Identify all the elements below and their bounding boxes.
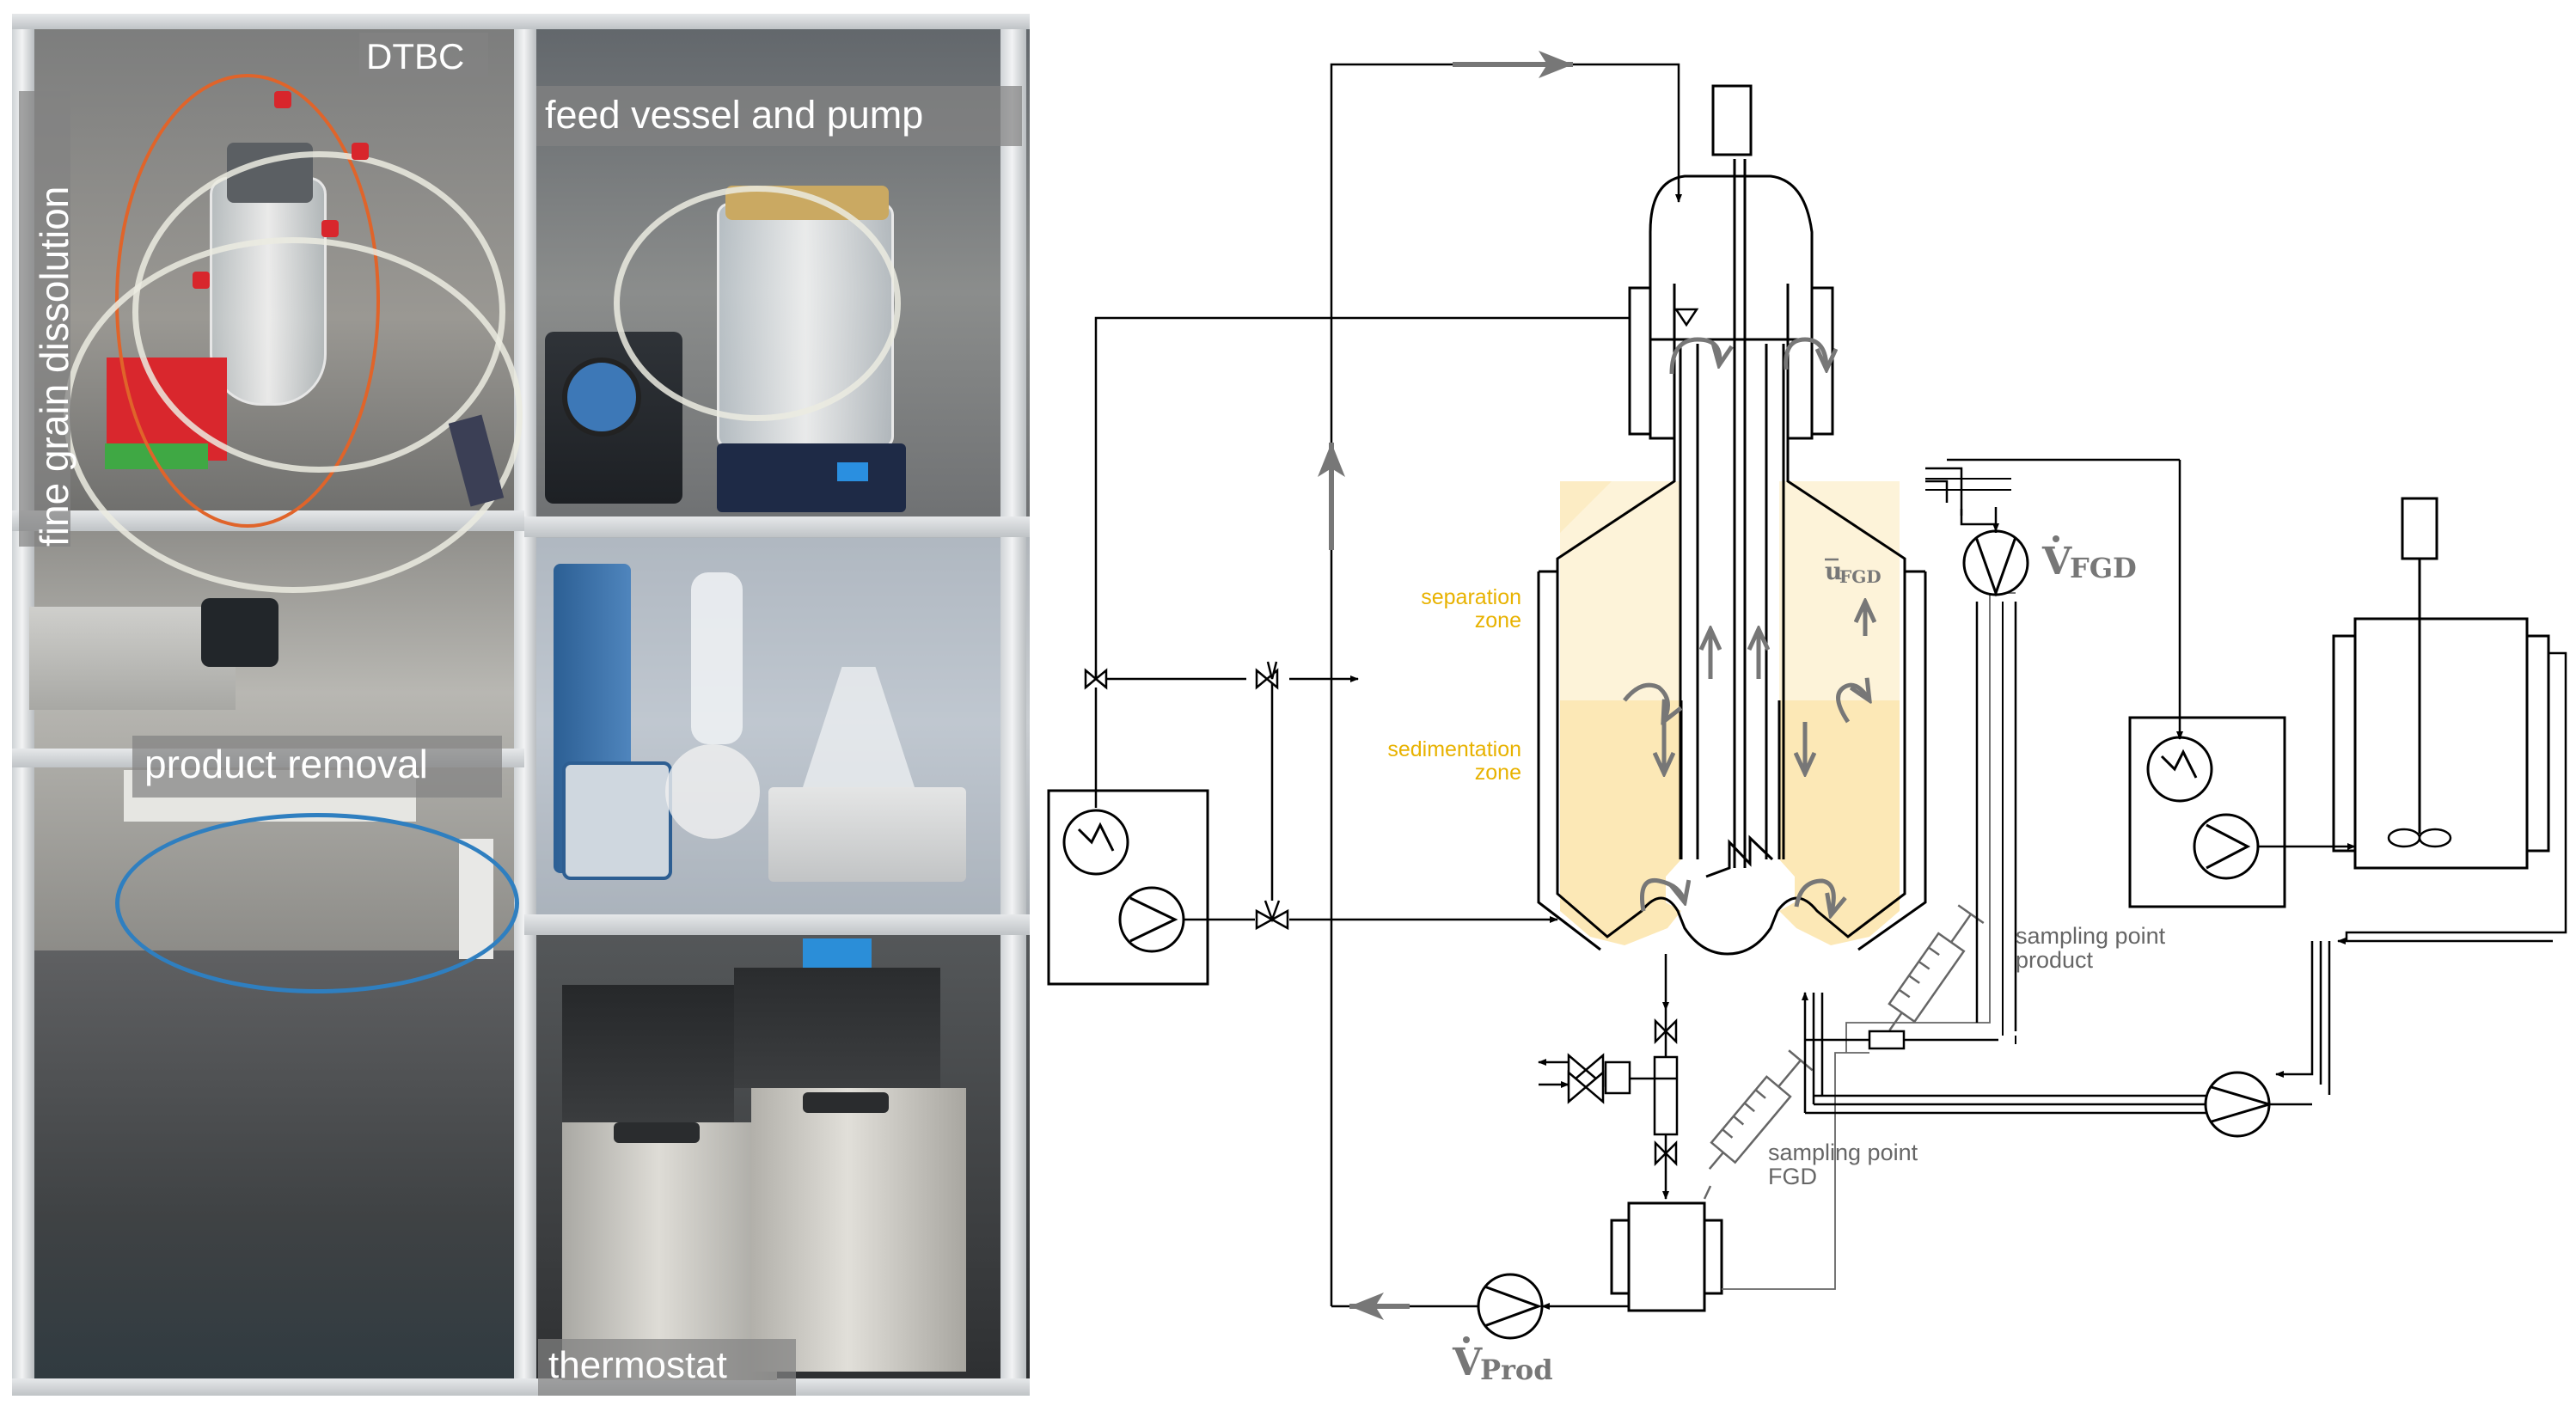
heat-exchange-lines	[1925, 478, 2016, 1044]
fgd-sampling-needle	[1703, 1185, 1712, 1200]
v-prod-dot	[1463, 1336, 1470, 1343]
product-sampling-syringe	[1888, 904, 1985, 1031]
sedimentation-zone-label-1: sedimentation	[1387, 737, 1521, 761]
setup-photo: DTBC feed vessel and pump fine grain dis…	[12, 14, 1030, 1396]
v-fgd-letter: V	[2041, 540, 2072, 584]
reactor-body	[1537, 174, 1927, 956]
fgd-return-lines	[1812, 941, 2331, 1106]
product-sampling-port	[1868, 1030, 1906, 1050]
sedimentation-zone-label-2: zone	[1475, 761, 1521, 785]
label-bg-thermostat	[538, 1339, 796, 1396]
thermostat-bath-right	[751, 1088, 966, 1372]
draft-tube	[1679, 159, 1785, 868]
outlet-valves	[1567, 1018, 1678, 1167]
stirrer-display	[837, 462, 868, 481]
left-thermostat-lines	[1092, 316, 1630, 923]
bath-handle-right	[803, 1092, 889, 1113]
sampling-product-label-2: product	[2016, 947, 2094, 973]
sampling-fgd-label-2: FGD	[1768, 1164, 1817, 1189]
v-fgd-dot	[2053, 535, 2059, 542]
sedimentation-zone-fill	[1560, 700, 1900, 945]
cap-1	[274, 91, 291, 108]
dissolution-impeller	[2387, 828, 2452, 848]
circulation-arrows	[1623, 337, 1869, 915]
fgd-return-pump	[2204, 1071, 2274, 1138]
right-thermostat-box	[2128, 716, 2286, 908]
label-feed-vessel: feed vessel and pump	[545, 93, 924, 137]
u-fgd-subscript: FGD	[1839, 566, 1882, 587]
separation-zone-label-1: separation	[1421, 585, 1521, 609]
thermostat-control-left	[562, 985, 734, 1122]
fgd-sampling-syringe	[1708, 1049, 1814, 1170]
frame-beam-shelf1-right	[524, 516, 1030, 537]
cap-4	[193, 272, 210, 289]
frame-beam-top	[12, 14, 1030, 29]
v-fgd-subscript: FGD	[2070, 552, 2137, 584]
liquid-level-marker	[1673, 308, 1699, 327]
cap-3	[321, 220, 339, 237]
fgd-pump	[1962, 529, 2029, 597]
fgd-pump-lines	[1925, 467, 2017, 1031]
label-dtbc: DTBC	[366, 36, 465, 76]
separation-zone-fill	[1560, 481, 1900, 700]
label-bg-fine-grain	[19, 91, 70, 547]
u-fgd-letter: u	[1825, 557, 1842, 585]
frame-beam-bottom	[12, 1378, 1030, 1396]
product-vessel	[1610, 1201, 1723, 1312]
glass-column	[691, 572, 743, 744]
stirrer-plate	[717, 443, 906, 512]
sampling-fgd-label-1: sampling point	[1768, 1140, 1918, 1165]
thermostat-display	[803, 938, 872, 973]
round-flask	[665, 744, 760, 839]
process-flow-diagram: separation zone sedimentation zone sampl…	[1047, 51, 2567, 1386]
blue-cable	[115, 813, 519, 993]
product-outlet-line	[1630, 954, 1679, 1200]
u-fgd-symbol: u FGD	[1825, 557, 1882, 587]
label-fine-grain-dissolution: fine grain dissolution	[32, 186, 76, 547]
label-bg-product	[132, 736, 502, 798]
pump-head	[562, 358, 641, 437]
label-thermostat: thermostat	[548, 1344, 727, 1386]
right-thermostat-lines	[1947, 458, 2567, 944]
thermostat-control-right	[734, 968, 940, 1088]
frame-post-right	[1000, 14, 1026, 1396]
bath-handle-left	[614, 1122, 700, 1143]
label-bg-feed	[536, 86, 1022, 146]
compartment-bottom-left	[12, 950, 524, 1396]
v-prod-subscript: Prod	[1480, 1354, 1553, 1386]
label-product-removal: product removal	[144, 742, 428, 786]
lab-controller	[562, 761, 672, 880]
balance	[768, 787, 966, 882]
drain-arrows	[1538, 1059, 1569, 1088]
v-prod-symbol: V Prod	[1452, 1336, 1553, 1386]
sampling-product-label-1: sampling point	[2016, 923, 2166, 949]
dissolution-vessel	[2332, 497, 2550, 870]
left-thermostat-box	[1047, 789, 1209, 986]
white-tube-2	[64, 237, 523, 593]
feed-tube	[614, 186, 901, 421]
frame-beam-shelf2-right	[524, 914, 1030, 935]
product-pump	[1477, 1273, 1544, 1340]
left-valves	[1084, 661, 1289, 931]
label-bg-dtbc	[359, 33, 488, 77]
impeller	[1705, 834, 1774, 878]
cap-2	[352, 143, 369, 160]
frame-post-center	[514, 14, 536, 1396]
v-prod-letter: V	[1452, 1341, 1483, 1384]
product-pump	[201, 598, 278, 667]
fgd-recirculation	[1802, 480, 2213, 1115]
thermostat-bath-left	[562, 1122, 777, 1380]
v-fgd-symbol: V FGD	[2041, 535, 2137, 584]
separation-zone-label-2: zone	[1475, 608, 1521, 633]
sedimentation-zone-fill-top-left	[1560, 481, 1612, 533]
reactor-motor	[1711, 84, 1753, 156]
